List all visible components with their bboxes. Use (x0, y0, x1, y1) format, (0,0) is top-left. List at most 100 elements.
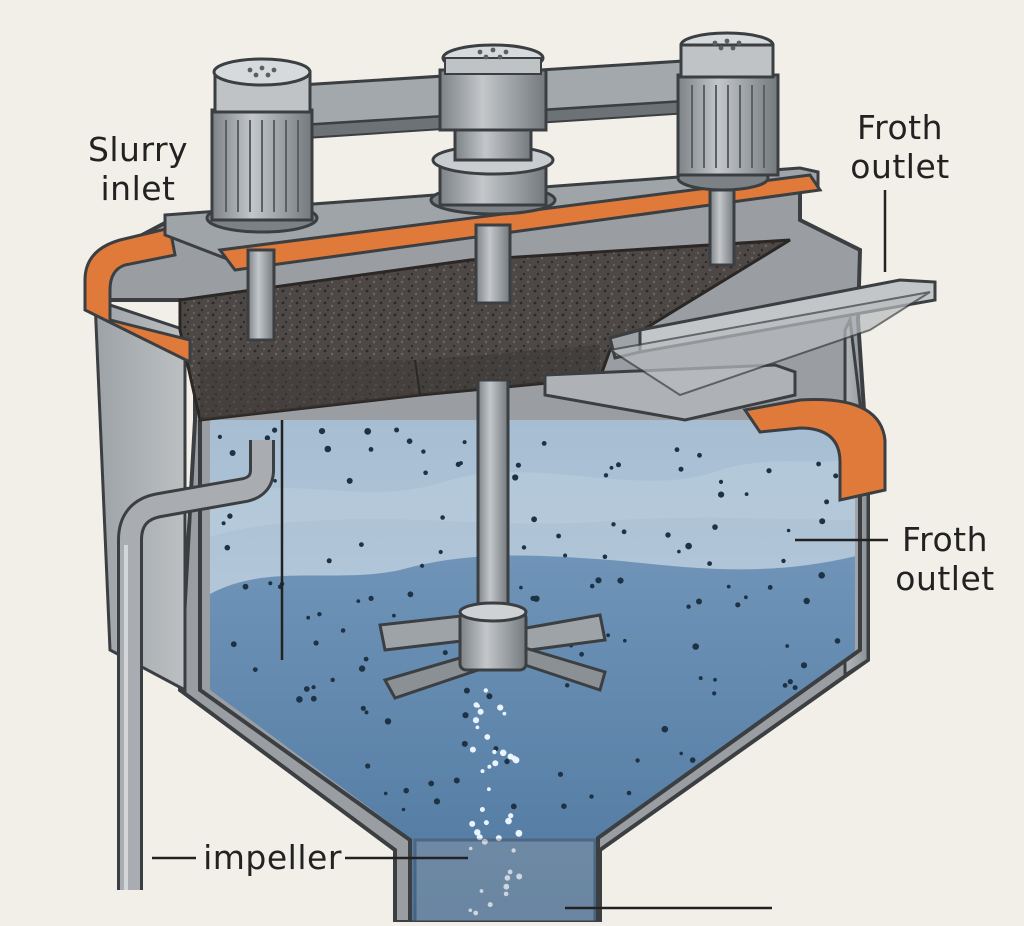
particle (707, 561, 712, 566)
particle (461, 740, 468, 747)
particle (510, 803, 517, 810)
particle (816, 461, 821, 467)
particle (364, 710, 369, 715)
drive-shafts (246, 188, 736, 622)
particle (800, 662, 808, 669)
particle (455, 461, 461, 467)
air-bubble (480, 769, 485, 774)
air-bubble (468, 908, 473, 913)
particle (252, 667, 258, 672)
particle (330, 677, 335, 683)
air-bubble (479, 807, 485, 812)
particle (264, 435, 271, 441)
air-bubble (487, 902, 493, 908)
particle (786, 528, 791, 533)
particle (486, 693, 493, 700)
particle (224, 544, 231, 551)
air-bubble (479, 889, 484, 893)
label-froth-outlet-side-line2: outlet (895, 559, 995, 598)
air-bubble (507, 753, 514, 760)
particle (692, 643, 699, 650)
particle (661, 725, 669, 733)
particle (384, 718, 392, 725)
shaft-left (246, 248, 276, 342)
particle (392, 613, 396, 618)
particle (834, 638, 841, 644)
particle (453, 777, 460, 784)
particle (665, 532, 671, 538)
particle (541, 441, 547, 446)
label-slurry-inlet-line1: Slurry (87, 130, 189, 169)
label-froth-outlet-side-line1: Froth (902, 520, 988, 559)
particle (221, 521, 226, 526)
particle (792, 685, 798, 691)
particle (589, 583, 595, 589)
label-impeller: impeller (203, 838, 342, 877)
air-bubble (502, 711, 507, 716)
particle (621, 529, 627, 535)
particle (346, 477, 353, 484)
particle (313, 640, 319, 646)
label-froth-outlet-top-line2: outlet (850, 147, 950, 186)
particle (611, 522, 616, 527)
particle (504, 758, 510, 765)
particle (521, 545, 527, 550)
air-bubble (474, 829, 481, 836)
air-bubble (487, 764, 492, 769)
motor-right (676, 31, 780, 192)
label-slurry-inlet-line2: inlet (100, 169, 176, 208)
air-bubble (481, 838, 488, 845)
shaft-center-top (474, 223, 512, 305)
particle (726, 584, 731, 589)
air-bubble (477, 708, 484, 715)
particle (677, 549, 681, 554)
particle (462, 712, 469, 719)
particle (785, 644, 790, 648)
particle (530, 595, 536, 602)
air-bubble (516, 873, 523, 880)
particle (433, 798, 441, 805)
particle (363, 656, 369, 662)
particle (735, 602, 741, 608)
particle (712, 524, 718, 530)
particle (557, 771, 564, 777)
particle (712, 691, 717, 696)
particle (744, 595, 748, 600)
particle (421, 449, 426, 454)
particle (698, 676, 703, 681)
particle (623, 638, 627, 643)
air-bubble (505, 817, 512, 825)
air-bubble (495, 835, 502, 842)
particle (242, 583, 249, 590)
particle (268, 581, 273, 586)
particle (606, 633, 610, 638)
particle (616, 462, 621, 468)
air-bubbles (468, 688, 523, 916)
air-bubble (487, 787, 491, 792)
air-bubble (473, 702, 479, 708)
particle (310, 695, 317, 702)
motor-center (429, 43, 557, 216)
particle (406, 438, 413, 445)
air-bubble (483, 820, 489, 826)
particle (340, 628, 346, 633)
particle (685, 542, 692, 550)
air-bubble (508, 813, 514, 819)
particle (365, 763, 371, 769)
particle (296, 696, 303, 703)
particle (589, 794, 594, 799)
particle (833, 473, 839, 479)
rim-right (742, 398, 887, 502)
froth-launder (543, 278, 937, 422)
particle (781, 558, 786, 564)
bottom-outlet-pipe (413, 838, 597, 924)
label-froth-outlet-side: Froth outlet (885, 520, 1005, 598)
particle (364, 428, 372, 435)
motor-left (205, 57, 319, 234)
particle (356, 599, 361, 603)
particle (229, 450, 236, 456)
particle (689, 757, 696, 763)
air-bubble (499, 749, 507, 757)
air-bubble (492, 749, 497, 755)
